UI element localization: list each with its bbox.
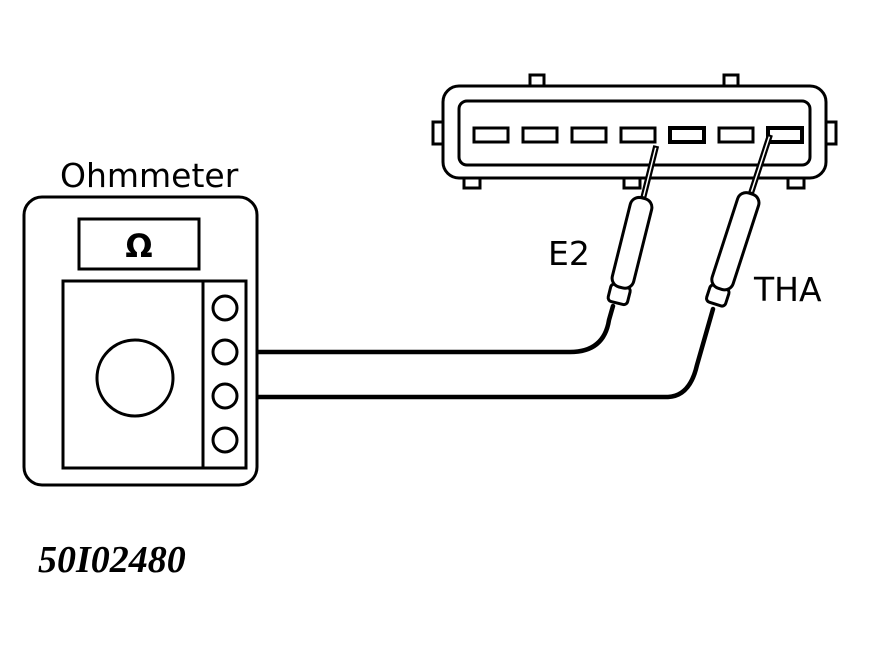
connector-terminal-2 [521,126,559,144]
ohmmeter-jacks [211,294,239,454]
ohmmeter-jack-3 [211,382,239,410]
probe-label-tha: THA [753,270,822,309]
lead-wire-tha [235,306,716,400]
connector-terminal-6 [717,126,755,144]
ohmmeter-jack-2 [211,338,239,366]
ohmmeter-label: Ohmmeter [60,156,239,195]
probe-label-e2: E2 [548,234,590,273]
probe-e2 [606,145,660,307]
ohmmeter-jack-1 [211,294,239,322]
ohmmeter-jack-4 [211,426,239,454]
lead-wire-e2 [235,303,616,355]
ohmmeter-display [77,217,201,271]
ohm-symbol: Ω [125,227,152,265]
probe-tha-handle [710,191,761,292]
connector-terminal-5 [668,126,706,144]
probe-e2-handle [610,195,654,290]
probe-tha [705,133,773,308]
test-leads [235,303,716,400]
connector-top-tab-left [528,73,546,88]
figure-code: 50I02480 [38,539,186,581]
connector-terminal-4 [619,126,657,144]
ohmmeter-dial [95,338,175,418]
connector-terminal-3 [570,126,608,144]
connector-top-tab-right [722,73,740,88]
connector-terminal-7 [766,126,804,144]
connector-terminal-1 [472,126,510,144]
connector-terminals [472,126,804,144]
